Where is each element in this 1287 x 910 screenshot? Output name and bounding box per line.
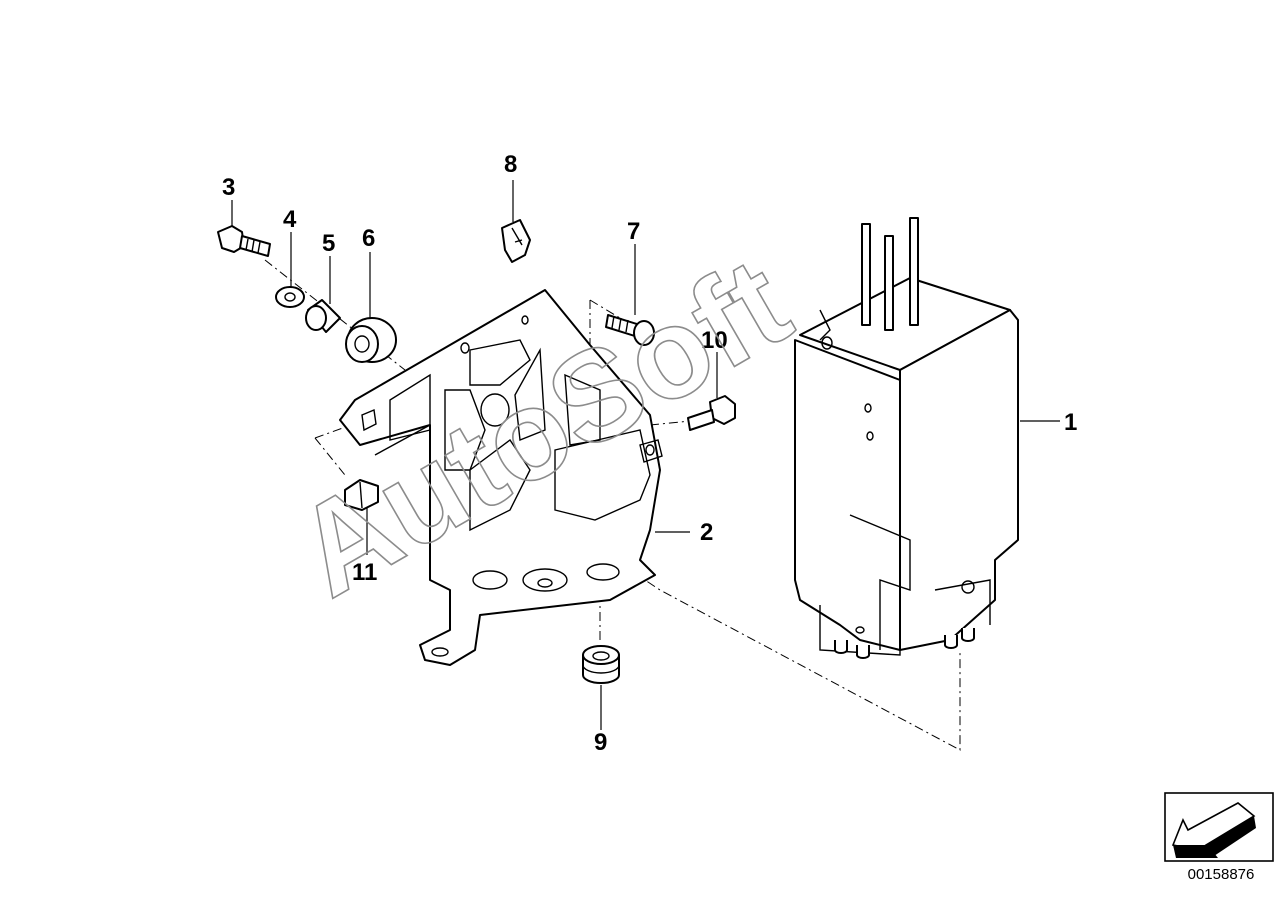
grommet-part-6 [345,317,397,363]
bolt-part-10 [687,395,736,431]
callout-7: 7 [627,218,640,245]
callout-10: 10 [701,327,728,354]
control-module-part-1 [794,217,1019,659]
bolt-part-3 [217,225,271,257]
washer-part-4 [275,286,305,308]
callout-2: 2 [700,519,713,546]
callout-11: 11 [352,559,377,586]
callout-6: 6 [362,225,375,252]
callout-8: 8 [504,151,517,178]
clip-nut-part-8 [501,219,531,263]
bracket-part-2 [339,289,663,666]
document-number: 00158876 [1187,866,1255,883]
callout-1: 1 [1064,409,1077,436]
leader-lines [231,180,1060,730]
callout-4: 4 [283,206,297,233]
forward-arrow-icon[interactable] [1164,792,1274,862]
callout-5: 5 [322,230,335,257]
grommet-part-9 [582,645,620,684]
callout-3: 3 [222,174,235,201]
callout-9: 9 [594,729,607,756]
spacer-part-5 [305,299,341,333]
clip-part-11 [344,479,379,511]
screw-part-7 [605,314,655,346]
